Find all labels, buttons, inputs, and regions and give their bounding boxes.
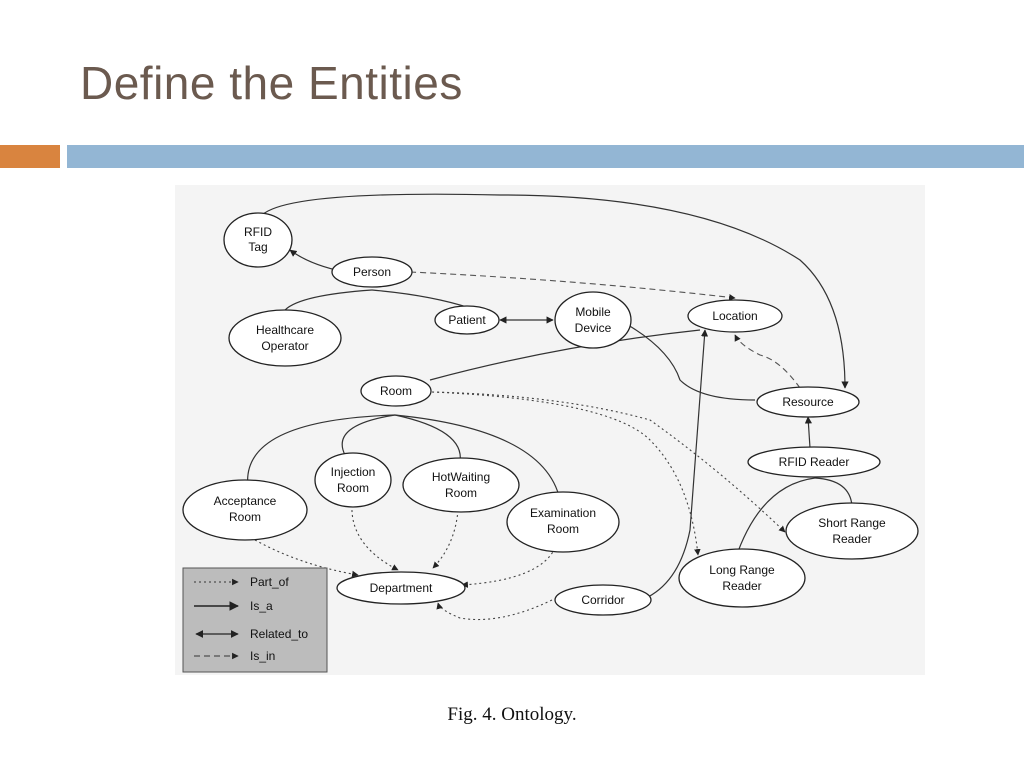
svg-text:Reader: Reader xyxy=(722,579,761,593)
legend-box xyxy=(182,567,328,673)
edge-rfidtag-resource xyxy=(261,193,849,389)
svg-text:Room: Room xyxy=(229,510,261,524)
svg-text:Is_a: Is_a xyxy=(250,599,273,613)
svg-text:Healthcare: Healthcare xyxy=(256,323,314,337)
ontology-diagram: RFID Tag Person Healthcare Operator Pati… xyxy=(175,185,925,675)
svg-text:Related_to: Related_to xyxy=(250,627,308,641)
edge-corridor-location xyxy=(647,329,709,598)
edge-exam-room xyxy=(394,414,561,501)
edges xyxy=(247,193,853,598)
node-rfid-tag: RFID Tag xyxy=(223,212,293,268)
legend-is-a: Is_a xyxy=(194,599,273,613)
svg-text:RFID: RFID xyxy=(244,225,272,239)
edge-exam-dept xyxy=(461,547,556,588)
svg-text:Patient: Patient xyxy=(448,313,486,327)
edge-shortrange-rfidreader xyxy=(814,477,853,507)
edge-resource-location xyxy=(734,334,801,389)
node-healthcare-operator: Healthcare Operator xyxy=(228,309,342,367)
svg-text:RFID Reader: RFID Reader xyxy=(779,455,850,469)
edge-room-location xyxy=(429,329,701,381)
edge-healthcare-person xyxy=(284,289,373,311)
svg-text:Person: Person xyxy=(353,265,391,279)
legend-is-in: Is_in xyxy=(194,649,275,663)
node-hot-waiting-room: HotWaiting Room xyxy=(402,457,520,513)
node-resource: Resource xyxy=(756,386,860,418)
node-acceptance-room: Acceptance Room xyxy=(182,479,308,541)
svg-text:Injection: Injection xyxy=(331,465,376,479)
node-corridor: Corridor xyxy=(554,584,652,616)
node-mobile-device: Mobile Device xyxy=(554,291,632,349)
svg-text:Department: Department xyxy=(370,581,433,595)
node-long-range-reader: Long Range Reader xyxy=(678,548,806,608)
svg-text:Short Range: Short Range xyxy=(818,516,886,530)
node-patient: Patient xyxy=(434,305,500,335)
edge-person-location xyxy=(409,271,736,301)
svg-text:Room: Room xyxy=(445,486,477,500)
svg-text:Location: Location xyxy=(712,309,757,323)
title-divider-bar xyxy=(67,145,1024,168)
edge-injection-room xyxy=(341,414,396,456)
part-of-edges xyxy=(254,391,786,621)
slide-title: Define the Entities xyxy=(80,57,463,109)
edge-room-shortrange xyxy=(431,391,786,533)
node-department: Department xyxy=(336,571,466,605)
svg-text:Tag: Tag xyxy=(248,240,267,254)
svg-text:Reader: Reader xyxy=(832,532,871,546)
edge-rfidreader-resource xyxy=(804,416,813,449)
node-injection-room: Injection Room xyxy=(314,452,392,508)
svg-text:Acceptance: Acceptance xyxy=(214,494,277,508)
svg-text:Long Range: Long Range xyxy=(709,563,775,577)
edge-acceptance-dept xyxy=(254,539,359,578)
node-location: Location xyxy=(687,299,783,333)
node-rfid-reader: RFID Reader xyxy=(747,446,881,478)
svg-text:Room: Room xyxy=(380,384,412,398)
svg-text:Is_in: Is_in xyxy=(250,649,275,663)
edge-longrange-rfidreader xyxy=(734,477,816,561)
legend-part-of: Part_of xyxy=(194,575,289,589)
legend: Part_of Is_a Related_to Is_in xyxy=(182,567,328,673)
edge-room-longrange xyxy=(431,391,701,556)
svg-text:Part_of: Part_of xyxy=(250,575,289,589)
svg-text:Corridor: Corridor xyxy=(581,593,624,607)
svg-text:Room: Room xyxy=(337,481,369,495)
svg-text:Examination: Examination xyxy=(530,506,596,520)
edge-hotwaiting-dept xyxy=(432,509,459,569)
svg-text:Mobile: Mobile xyxy=(575,305,611,319)
is-in-edges xyxy=(409,271,801,389)
edge-acceptance-room xyxy=(247,414,396,488)
node-person: Person xyxy=(331,256,413,288)
legend-related-to: Related_to xyxy=(195,627,308,641)
title-accent-bar xyxy=(0,145,60,168)
node-room: Room xyxy=(360,375,432,407)
svg-text:Operator: Operator xyxy=(261,339,308,353)
node-examination-room: Examination Room xyxy=(506,491,620,553)
edge-patient-person xyxy=(371,289,471,309)
node-short-range-reader: Short Range Reader xyxy=(785,502,919,560)
edge-mobile-resource xyxy=(627,324,756,401)
svg-text:Resource: Resource xyxy=(782,395,834,409)
edge-hotwaiting-room xyxy=(394,414,461,463)
svg-text:HotWaiting: HotWaiting xyxy=(432,470,490,484)
svg-text:Device: Device xyxy=(575,321,612,335)
ontology-figure: RFID Tag Person Healthcare Operator Pati… xyxy=(170,180,930,680)
edge-corridor-dept xyxy=(436,599,553,621)
figure-caption: Fig. 4. Ontology. xyxy=(447,704,577,725)
svg-text:Room: Room xyxy=(547,522,579,536)
